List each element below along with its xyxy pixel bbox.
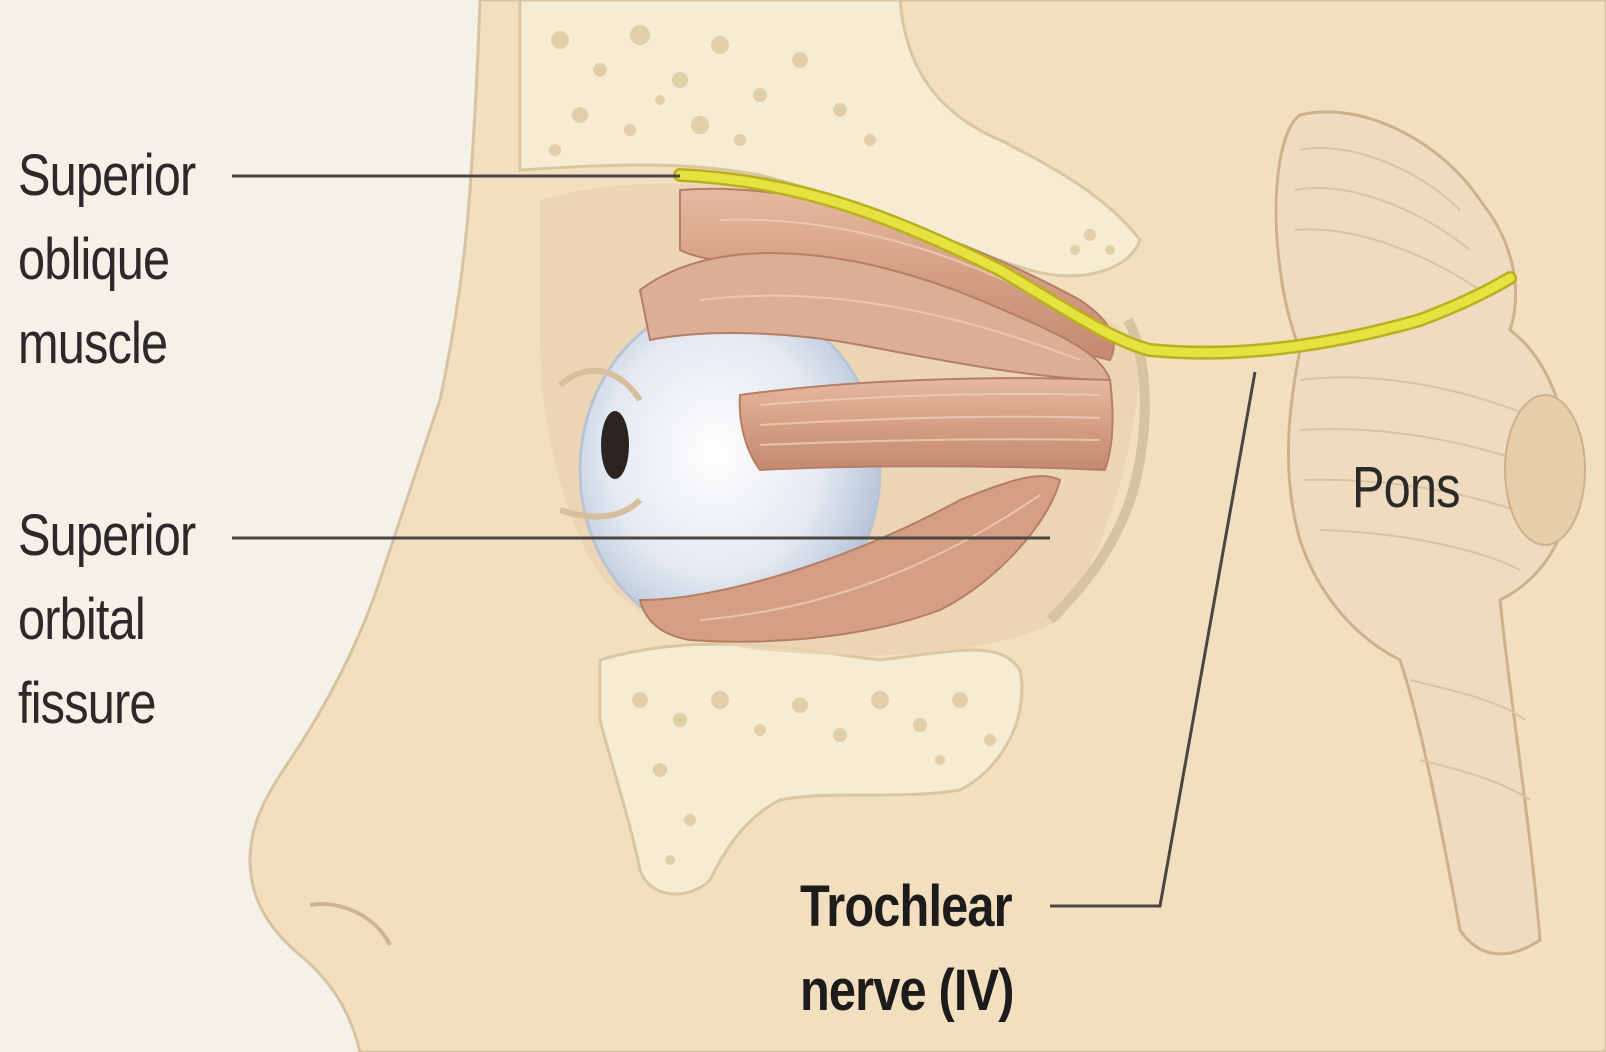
label-line: Superior bbox=[18, 134, 195, 218]
label-line: Trochlear bbox=[800, 864, 1014, 948]
lateral-rectus-muscle bbox=[740, 378, 1113, 470]
label-line: Superior bbox=[18, 494, 195, 578]
label-line: fissure bbox=[18, 662, 195, 746]
label-pons: Pons bbox=[1352, 446, 1460, 530]
label-line: muscle bbox=[18, 302, 195, 386]
label-trochlear-nerve: Trochlear nerve (IV) bbox=[800, 864, 1014, 1032]
iris bbox=[601, 411, 629, 479]
label-superior-oblique-muscle: Superior oblique muscle bbox=[18, 134, 195, 386]
label-line: oblique bbox=[18, 218, 195, 302]
label-line: orbital bbox=[18, 578, 195, 662]
pons-bulge bbox=[1505, 395, 1585, 545]
label-superior-orbital-fissure: Superior orbital fissure bbox=[18, 494, 195, 746]
label-line: nerve (IV) bbox=[800, 948, 1014, 1032]
